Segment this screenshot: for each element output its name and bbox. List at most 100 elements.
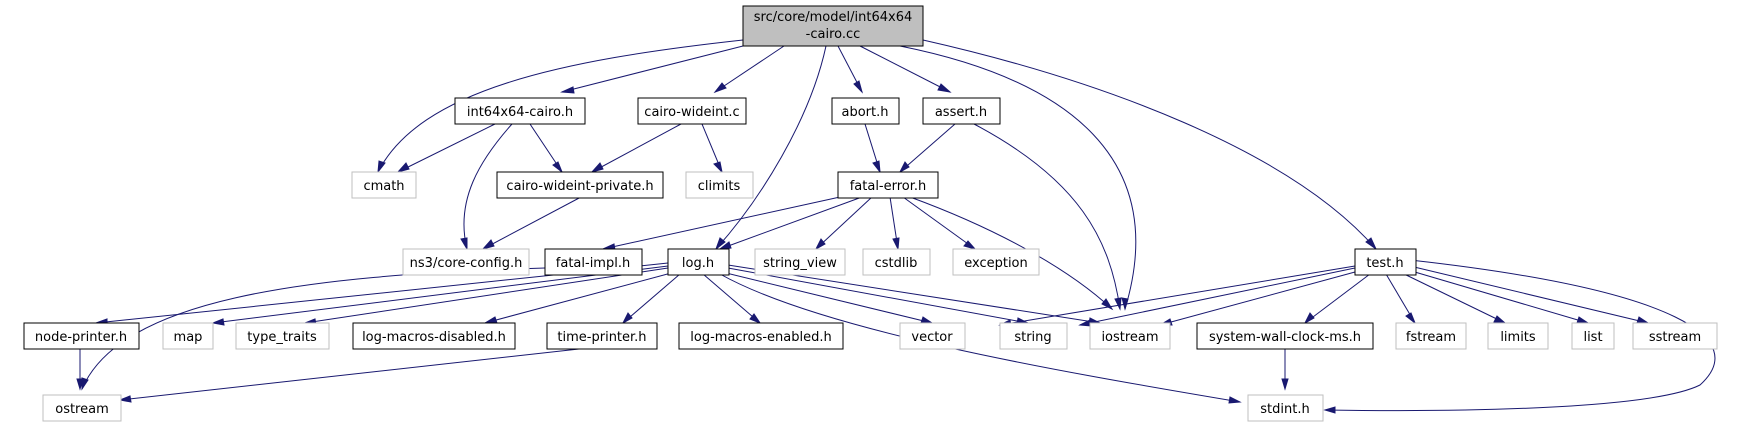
node-stdint-h[interactable]: stdint.h: [1247, 394, 1324, 422]
node-list[interactable]: list: [1571, 322, 1615, 350]
edge-int64x64-cairo-h-to-ns3-core-config-h: [460, 123, 513, 251]
edge-cairo-wideint-c-to-climits: [701, 123, 723, 174]
node-label: assert.h: [935, 105, 987, 120]
node-label: node-printer.h: [35, 330, 127, 345]
node-root-line-2: -cairo.cc: [806, 27, 861, 42]
edge-test-h-to-list: [1407, 269, 1590, 324]
node-int64x64-cairo-h[interactable]: int64x64-cairo.h: [454, 97, 586, 125]
node-label: log-macros-disabled.h: [362, 330, 506, 345]
node-label: stdint.h: [1260, 402, 1309, 417]
node-label: exception: [964, 256, 1028, 271]
node-label: cairo-wideint.c: [644, 105, 739, 120]
edge-fatal-error-h-to-string-view: [814, 196, 873, 251]
edge-root-to-cmath: [377, 39, 744, 174]
node-limits[interactable]: limits: [1487, 322, 1549, 350]
node-label: time-printer.h: [557, 330, 646, 345]
node-label: cstdlib: [875, 256, 918, 271]
edge-node-printer-h-to-ostream: [76, 348, 84, 391]
node-label: fatal-error.h: [850, 179, 927, 194]
node-fstream[interactable]: fstream: [1395, 322, 1467, 350]
node-sstream[interactable]: sstream: [1632, 322, 1718, 350]
node-iostream[interactable]: iostream: [1089, 322, 1171, 350]
node-exception[interactable]: exception: [952, 248, 1040, 276]
edge-int64x64-cairo-h-to-cairo-wideint-private-h: [529, 123, 564, 174]
node-label: map: [174, 330, 203, 345]
edge-test-h-to-vector: [998, 265, 1356, 327]
edge-log-h-to-string: [727, 267, 1030, 325]
node-label: cmath: [363, 179, 404, 194]
node-label: int64x64-cairo.h: [467, 105, 573, 120]
node-root-line-1: src/core/model/int64x64: [754, 10, 912, 25]
node-fatal-error-h[interactable]: fatal-error.h: [837, 171, 939, 199]
edge-time-printer-h-to-ostream: [118, 347, 589, 403]
edge-int64x64-cairo-h-to-cmath: [396, 123, 496, 173]
node-label: sstream: [1649, 330, 1701, 345]
node-log-macros-enabled-h[interactable]: log-macros-enabled.h: [678, 322, 844, 350]
edge-root-to-assert-h: [859, 45, 952, 93]
edge-fatal-error-h-to-log-h: [718, 196, 863, 250]
edge-test-h-to-stdint-h: [1323, 259, 1716, 414]
node-ostream[interactable]: ostream: [42, 394, 122, 422]
edge-log-h-to-time-printer-h: [621, 273, 681, 325]
node-assert-h[interactable]: assert.h: [922, 97, 1001, 125]
node-label: limits: [1500, 330, 1536, 345]
edge-test-h-to-iostream: [1158, 271, 1356, 326]
node-label: iostream: [1101, 330, 1158, 345]
node-label: string_view: [763, 256, 837, 271]
node-label: cairo-wideint-private.h: [506, 179, 653, 194]
edge-root-to-log-h: [714, 45, 827, 251]
node-cairo-wideint-private-h[interactable]: cairo-wideint-private.h: [496, 171, 664, 199]
node-label: log-macros-enabled.h: [690, 330, 831, 345]
edge-abort-h-to-fatal-error-h: [864, 123, 881, 174]
node-label: log.h: [682, 256, 714, 271]
node-label: fstream: [1406, 330, 1456, 345]
node-node-printer-h[interactable]: node-printer.h: [23, 322, 140, 350]
node-label: string: [1014, 330, 1051, 345]
edge-fatal-error-h-to-cstdlib: [889, 196, 900, 251]
node-test-h[interactable]: test.h: [1354, 248, 1417, 276]
node-label: type_traits: [247, 330, 317, 345]
edge-root-to-cairo-wideint-c: [713, 45, 785, 94]
edge-cairo-wideint-c-to-cairo-wideint-private-h: [590, 123, 682, 173]
edge-log-h-to-type-traits: [303, 267, 669, 326]
edge-assert-h-to-iostream: [973, 123, 1122, 311]
edge-root-to-abort-h: [837, 45, 863, 94]
node-log-h[interactable]: log.h: [667, 248, 730, 276]
node-label: test.h: [1366, 256, 1403, 271]
edge-system-wall-clock-ms-h-to-stdint-h: [1281, 348, 1289, 391]
node-time-printer-h[interactable]: time-printer.h: [546, 322, 658, 350]
node-label: abort.h: [842, 105, 889, 120]
node-abort-h[interactable]: abort.h: [831, 97, 900, 125]
node-label: climits: [698, 179, 741, 194]
node-label: ostream: [55, 402, 109, 417]
node-vector[interactable]: vector: [899, 322, 966, 350]
node-string[interactable]: string: [999, 322, 1068, 350]
node-label: fatal-impl.h: [556, 256, 630, 271]
edge-root-to-int64x64-cairo-h: [560, 45, 744, 94]
edge-test-h-to-limits: [1399, 271, 1507, 324]
node-log-macros-disabled-h[interactable]: log-macros-disabled.h: [352, 322, 516, 350]
edge-fatal-error-h-to-exception: [902, 196, 977, 250]
node-cmath[interactable]: cmath: [351, 171, 417, 199]
node-map[interactable]: map: [162, 322, 214, 350]
edge-test-h-to-fstream: [1385, 273, 1417, 325]
edge-test-h-to-system-wall-clock-ms-h: [1303, 273, 1371, 325]
node-climits[interactable]: climits: [685, 171, 754, 199]
edge-log-h-to-log-macros-enabled-h: [702, 273, 762, 325]
node-system-wall-clock-ms-h[interactable]: system-wall-clock-ms.h: [1196, 322, 1374, 350]
node-ns3-core-config-h[interactable]: ns3/core-config.h: [402, 248, 530, 276]
node-cairo-wideint-c[interactable]: cairo-wideint.c: [637, 97, 747, 125]
node-label: ns3/core-config.h: [410, 256, 523, 271]
node-type-traits[interactable]: type_traits: [235, 322, 330, 350]
node-root-file[interactable]: src/core/model/int64x64 -cairo.cc: [742, 5, 924, 47]
node-string-view[interactable]: string_view: [754, 248, 846, 276]
node-fatal-impl-h[interactable]: fatal-impl.h: [544, 248, 643, 276]
edge-assert-h-to-fatal-error-h: [898, 123, 956, 174]
node-label: vector: [911, 330, 953, 345]
node-cstdlib[interactable]: cstdlib: [862, 248, 931, 276]
edge-cairo-wideint-private-h-to-ns3-core-config-h: [481, 196, 582, 250]
edge-root-to-test-h: [922, 39, 1378, 251]
node-label: system-wall-clock-ms.h: [1209, 330, 1361, 345]
node-label: list: [1583, 330, 1602, 345]
